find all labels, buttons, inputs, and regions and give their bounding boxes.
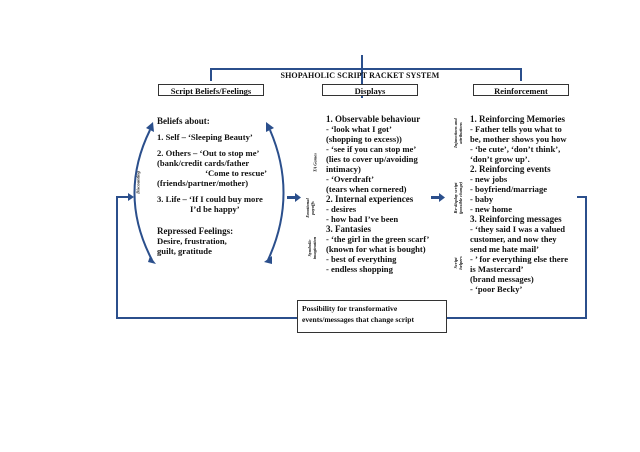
observable-item: - ‘see if you can stop me’: [326, 144, 417, 154]
reinforcement-column: 1. Reinforcing Memories - Father tells y…: [470, 114, 590, 294]
left-arc-arrowhead-top: [146, 122, 154, 132]
feedback-loop-line: [116, 196, 297, 319]
symbolic-imagination-label: Symbolic imagination: [307, 228, 317, 268]
repressed-feelings-heading: Repressed Feelings:: [157, 226, 234, 236]
emotional-payoffs-label-line-2: payoffs: [310, 201, 315, 215]
belief-others-line-4: (friends/partner/mother): [157, 178, 249, 188]
repressed-feelings-line-2: guilt, gratitude: [157, 246, 212, 256]
header-script-beliefs: Script Beliefs/Feelings: [158, 84, 264, 96]
belief-others-line-3: ‘Come to rescue’: [205, 168, 267, 178]
fantasies-item: (known for what is bought): [326, 244, 426, 254]
belief-others-line-2: (bank/credit cards/father: [157, 158, 250, 168]
reinforcing-events-heading: 2. Reinforcing events: [470, 164, 551, 174]
redisplay-script-label: Re-display script (possible change): [453, 174, 463, 222]
messages-item: - ‘they said I was a valued: [470, 224, 566, 234]
memories-item: be, mother shows you how: [470, 134, 567, 144]
events-item: - boyfriend/marriage: [470, 184, 548, 194]
internal-item: - how bad I’ve been: [326, 214, 399, 224]
arrow-beliefs-to-displays-shaft: [287, 196, 295, 199]
left-bracket-arc: [133, 129, 153, 261]
fantasies-item: - best of everything: [326, 254, 397, 264]
reinforcing-memories-heading: 1. Reinforcing Memories: [470, 114, 566, 124]
fantasies-item: - endless shopping: [326, 264, 393, 274]
right-arc-arrowhead-bottom: [264, 256, 272, 264]
messages-item: - ‘poor Becky’: [470, 284, 523, 294]
events-item: - new home: [470, 204, 513, 214]
symbolic-imagination-label-line-2: imagination: [312, 236, 317, 260]
beliefs-column: Beliefs about: 1. Self – ‘Sleeping Beaut…: [157, 116, 269, 256]
header-reinforcement: Reinforcement: [473, 84, 569, 96]
arrow-beliefs-to-displays-head: [295, 193, 301, 202]
feedback-loop-line-right: [447, 196, 587, 319]
events-item: - new jobs: [470, 174, 508, 184]
discounting-label: Discounting: [135, 171, 141, 194]
injunctions-attributions-label: Injunctions and attributions: [453, 111, 463, 155]
injunctions-label-line-2: attributions: [458, 122, 463, 144]
ta-games-label: TA Games: [312, 152, 318, 173]
right-arc-arrowhead-top: [266, 122, 274, 132]
belief-others-line-1: 2. Others – ‘Out to stop me’: [157, 148, 260, 158]
memories-item: ‘don’t grow up’.: [470, 154, 530, 164]
redisplay-label-line-2: (possible change): [458, 181, 463, 215]
script-helpers-label-line-2: helpers: [458, 256, 463, 270]
fantasies-heading: 3. Fantasies: [326, 224, 371, 234]
memories-item: - ‘be cute’, ‘don’t think’,: [470, 144, 561, 154]
belief-life-line-2: I’d be happy’: [190, 204, 240, 214]
left-arc-arrowhead-bottom: [148, 256, 156, 264]
emotional-payoffs-label: Emotional payoffs: [305, 190, 315, 226]
reinforcing-messages-heading: 3. Reinforcing messages: [470, 214, 562, 224]
header-displays: Displays: [322, 84, 418, 96]
top-bracket-line: [210, 68, 522, 81]
displays-column: 1. Observable behaviour - ‘look what I g…: [326, 114, 446, 274]
observable-item: - ‘look what I got’: [326, 124, 392, 134]
observable-item: (lies to cover up/avoiding: [326, 154, 418, 164]
belief-self: 1. Self – ‘Sleeping Beauty’: [157, 132, 253, 142]
messages-item: (brand messages): [470, 274, 534, 284]
events-item: - baby: [470, 194, 494, 204]
observable-item: - ‘Overdraft’: [326, 174, 374, 184]
memories-item: - Father tells you what to: [470, 124, 562, 134]
beliefs-heading: Beliefs about:: [157, 116, 210, 126]
internal-experiences-heading: 2. Internal experiences: [326, 194, 414, 204]
observable-item: (tears when cornered): [326, 184, 407, 194]
right-bracket-arc: [267, 129, 285, 261]
internal-item: - desires: [326, 204, 357, 214]
repressed-feelings-line-1: Desire, frustration,: [157, 236, 227, 246]
feedback-arrowhead: [128, 193, 134, 201]
observable-item: intimacy): [326, 164, 361, 174]
messages-item: is Mastercard’: [470, 264, 524, 274]
messages-item: customer, and now they: [470, 234, 557, 244]
script-helpers-label: Script helpers: [453, 249, 463, 277]
observable-behaviour-heading: 1. Observable behaviour: [326, 114, 421, 124]
belief-life-line-1: 3. Life – ‘If I could buy more: [157, 194, 263, 204]
observable-item: (shopping to excess)): [326, 134, 402, 144]
transformative-events-box: Possibility for transformative events/me…: [297, 300, 447, 333]
transformative-events-line-1: Possibility for transformative: [302, 304, 398, 313]
fantasies-item: - ‘the girl in the green scarf’: [326, 234, 430, 244]
messages-item: - ’ for everything else there: [470, 254, 569, 264]
messages-item: send me hate mail’: [470, 244, 539, 254]
diagram-title: SHOPAHOLIC SCRIPT RACKET SYSTEM: [280, 71, 440, 80]
arrow-displays-to-reinforcement-head: [439, 193, 445, 202]
transformative-events-line-2: events/messages that change script: [302, 315, 414, 324]
arrow-displays-to-reinforcement-shaft: [431, 196, 439, 199]
